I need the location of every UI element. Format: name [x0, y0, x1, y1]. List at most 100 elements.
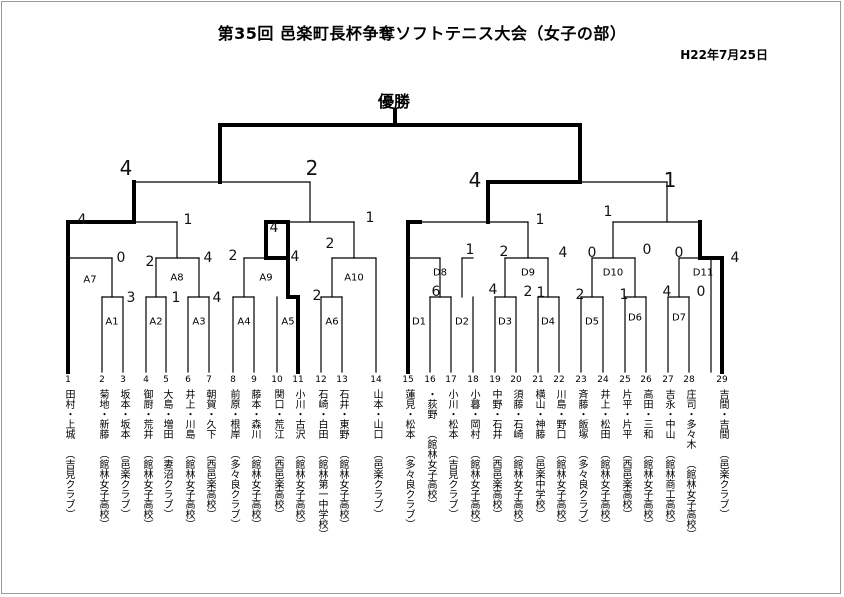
entry-number: 12 — [315, 375, 327, 385]
entry-number: 26 — [640, 375, 652, 385]
score: 2 — [523, 284, 533, 300]
entry-number: 28 — [683, 375, 695, 385]
score: 2 — [575, 287, 585, 303]
entry-team: （西邑楽高校） — [204, 449, 215, 519]
entry-team: （多々良クラブ） — [228, 449, 239, 529]
match-label-d9: D9 — [520, 267, 536, 279]
entry-number: 1 — [65, 375, 71, 385]
entry-number: 27 — [662, 375, 674, 385]
entry-names: 庄司・多々木 — [684, 389, 695, 449]
entry-team: （西邑楽高校） — [272, 449, 283, 519]
match-label-a3: A3 — [192, 316, 206, 328]
entry-number: 29 — [716, 375, 728, 385]
entry-team: （館林女子高校） — [554, 449, 565, 529]
entry-number: 20 — [510, 375, 522, 385]
entry-names: 田村・上城 — [63, 389, 74, 439]
score: 2 — [312, 288, 322, 304]
entry-number: 15 — [402, 375, 414, 385]
entry-number: 25 — [619, 375, 631, 385]
score: 3 — [126, 290, 136, 306]
entry-team: （邑楽中学校） — [533, 449, 544, 519]
score: 4 — [269, 220, 279, 236]
entry-number: 7 — [206, 375, 212, 385]
entry-names: 石崎・白田 — [316, 389, 327, 439]
entry-number: 8 — [230, 375, 236, 385]
entry-number: 16 — [424, 375, 436, 385]
match-label-a10: A10 — [344, 272, 364, 284]
bracket-lines — [67, 181, 712, 373]
entry-team: （館林商工高校） — [663, 449, 674, 529]
entry-names: 吉間・吉間 — [717, 389, 728, 439]
entry-team: （邑楽クラブ） — [717, 449, 728, 519]
entry-number: 14 — [370, 375, 382, 385]
score: 2 — [305, 156, 319, 180]
score: 4 — [730, 250, 740, 266]
entry-team: （館林女子高校） — [511, 449, 522, 529]
entry-team: （館林女子高校） — [249, 449, 260, 529]
score: 1 — [365, 210, 375, 226]
score: 0 — [116, 250, 126, 266]
score: 1 — [171, 290, 181, 306]
entry-number: 24 — [597, 375, 609, 385]
match-label-d4: D4 — [540, 316, 556, 328]
entry-29: 29 吉間・吉間 （邑楽クラブ） — [715, 375, 729, 519]
score: 4 — [488, 282, 498, 298]
entry-number: 9 — [251, 375, 257, 385]
entry-names: 坂本・坂本 — [118, 389, 129, 439]
entry-number: 18 — [467, 375, 479, 385]
score: 1 — [465, 242, 475, 258]
entry-team: （館林女子高校） — [425, 429, 436, 509]
entry-16: 16・荻野（館林女子高校） — [423, 375, 437, 509]
entry-team: （館林女子高校） — [468, 449, 479, 529]
entry-names: 井上・松田 — [598, 389, 609, 439]
entry-number: 21 — [532, 375, 544, 385]
entry-team: （吉見クラブ） — [63, 449, 74, 519]
score: 2 — [325, 236, 335, 252]
match-label-d2: D2 — [454, 316, 470, 328]
score: 2 — [499, 244, 509, 260]
entry-names: 川島・野口 — [554, 389, 565, 439]
entry-names: 小川・松本 — [446, 389, 457, 439]
match-label-a7: A7 — [83, 274, 97, 286]
match-label-a6: A6 — [325, 316, 339, 328]
entry-number: 2 — [99, 375, 105, 385]
score: 1 — [535, 212, 545, 228]
entry-team: （邑楽クラブ） — [118, 449, 129, 519]
champion-label: 優勝 — [378, 92, 411, 111]
entry-number: 3 — [120, 375, 126, 385]
entry-names: 蓮見・松本 — [403, 389, 414, 439]
entry-names: 山本・山口 — [371, 389, 382, 439]
entry-team: （西邑楽高校） — [620, 449, 631, 519]
match-label-d11: D11 — [692, 267, 714, 279]
entry-1: 1 田村・上城 （吉見クラブ） — [61, 375, 75, 519]
match-label-d10: D10 — [602, 267, 624, 279]
entry-team: （吉見クラブ） — [446, 449, 457, 519]
score: 4 — [662, 284, 672, 300]
match-label-d7: D7 — [671, 312, 687, 324]
entry-team: （館林女子高校） — [293, 449, 304, 529]
entry-number: 10 — [271, 375, 283, 385]
entry-names: 片平・片平 — [620, 389, 631, 439]
match-label-a8: A8 — [170, 272, 184, 284]
entry-number: 4 — [143, 375, 149, 385]
entry-number: 5 — [163, 375, 169, 385]
score: 2 — [145, 254, 155, 270]
match-label-a2: A2 — [149, 316, 163, 328]
entry-names: 小暮・岡村 — [468, 389, 479, 439]
entry-team: （館林女子高校） — [141, 449, 152, 529]
